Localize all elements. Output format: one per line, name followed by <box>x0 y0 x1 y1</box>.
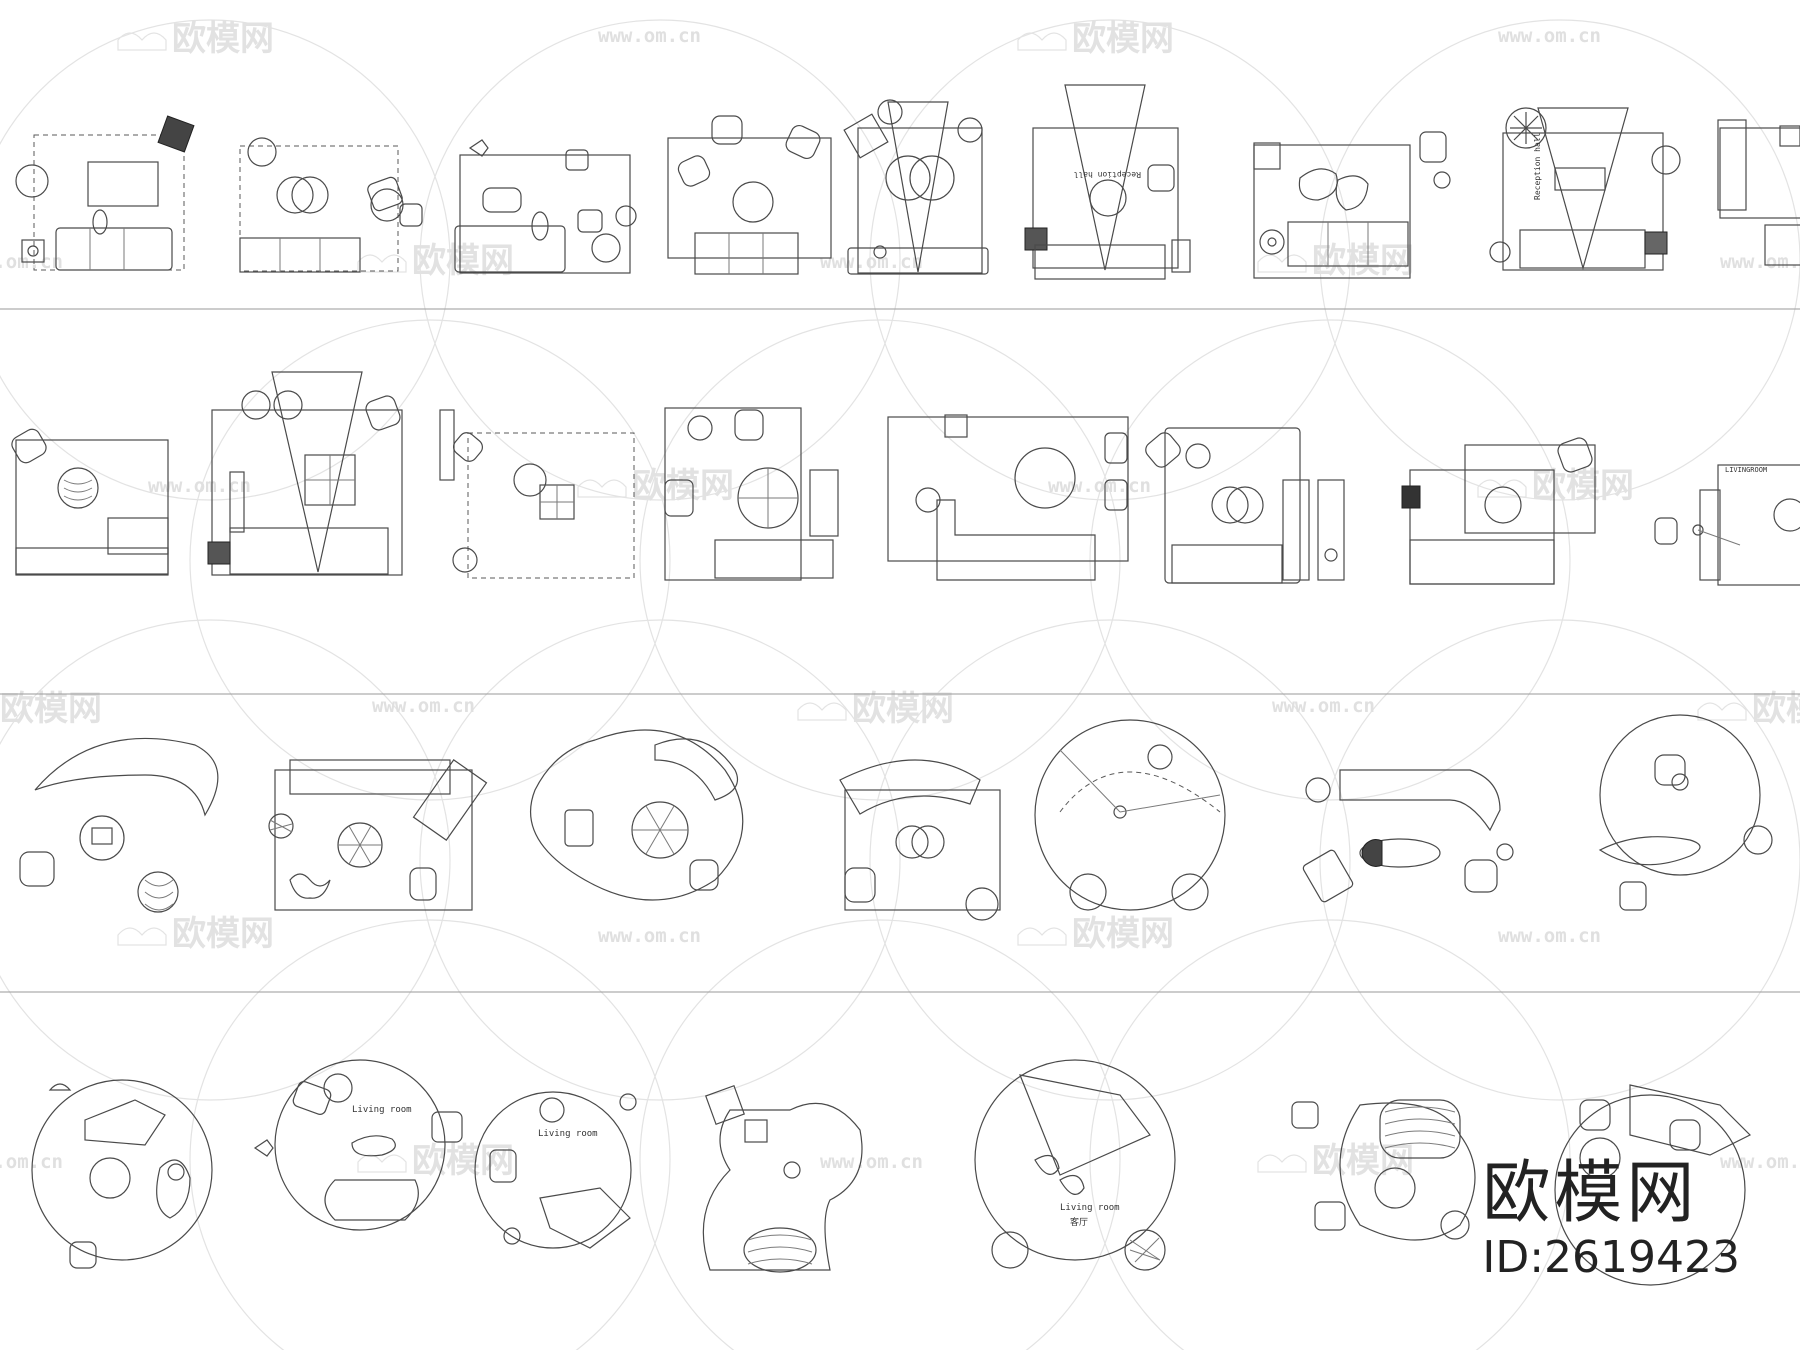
watermark-url: www.om.cn <box>1498 25 1601 47</box>
floor-plan-block <box>1034 719 1226 911</box>
stamp-id: ID:2619423 <box>1482 1232 1740 1283</box>
watermark-logo: 欧模网 <box>1697 689 1800 729</box>
floor-plan-block <box>887 414 1129 581</box>
floor-plan-block <box>1717 119 1800 266</box>
floor-plan-block <box>454 139 637 274</box>
floor-plan-block <box>268 759 488 911</box>
watermark-logo: 欧模网 <box>577 466 734 506</box>
svg-text:欧模网: 欧模网 <box>0 689 102 729</box>
svg-text:欧模网: 欧模网 <box>412 241 514 281</box>
watermark-logo: 欧模网 <box>0 689 102 729</box>
watermark-url: www.om.cn <box>820 1151 923 1173</box>
svg-text:Reception hall: Reception hall <box>1073 170 1141 179</box>
floor-plan-block: LIVINGROOM <box>1654 464 1800 586</box>
svg-text:欧模网: 欧模网 <box>1072 19 1174 59</box>
svg-text:客厅: 客厅 <box>1070 1216 1088 1228</box>
svg-text:欧模网: 欧模网 <box>172 19 274 59</box>
floor-plan-block <box>239 137 423 273</box>
svg-text:Living room: Living room <box>352 1105 412 1115</box>
watermark-url: www.om.cn <box>372 695 475 717</box>
watermark-url: www.om.cn <box>820 251 923 273</box>
watermark-logos: 欧模网 欧模网 欧模网 欧模网 欧模网 欧模网 欧模网 欧模网 欧模网 欧模网 … <box>0 19 1800 1181</box>
floor-plan-block <box>1598 714 1773 911</box>
svg-text:LIVINGROOM: LIVINGROOM <box>1725 466 1767 474</box>
watermark-url: www.om.cn <box>1048 475 1151 497</box>
watermark-logo: 欧模网 <box>1257 1141 1414 1181</box>
watermark-logo: 欧模网 <box>797 689 954 729</box>
svg-text:欧模网: 欧模网 <box>852 689 954 729</box>
watermark-logo: 欧模网 <box>1257 241 1414 281</box>
svg-text:欧模网: 欧模网 <box>632 466 734 506</box>
svg-text:欧模网: 欧模网 <box>1072 914 1174 954</box>
watermark-url: www.om.cn <box>1720 251 1800 273</box>
svg-text:欧模网: 欧模网 <box>172 914 274 954</box>
floor-plan-block <box>19 737 219 913</box>
watermark-url: www.om.cn <box>598 25 701 47</box>
floor-plan-block <box>702 1085 863 1273</box>
floor-plan-block <box>1145 427 1345 584</box>
svg-text:Living room: Living room <box>1060 1203 1120 1213</box>
floor-plan-block <box>843 99 989 275</box>
floor-plan-block: Living room <box>253 1059 463 1231</box>
svg-text:欧模网: 欧模网 <box>1312 1141 1414 1181</box>
watermark-logo: 欧模网 <box>1017 914 1174 954</box>
svg-text:Reception hall: Reception hall <box>1533 132 1542 200</box>
id-stamp: 欧模网 ID:2619423 <box>1482 1160 1740 1280</box>
floor-plan-block <box>207 371 403 576</box>
svg-text:欧模网: 欧模网 <box>1532 466 1634 506</box>
floor-plan-block <box>1302 769 1514 903</box>
svg-text:Living room: Living room <box>538 1129 598 1139</box>
watermark-logo: 欧模网 <box>1477 466 1634 506</box>
floor-plan-block: Living room <box>474 1091 637 1249</box>
floor-plan-block <box>1554 1084 1752 1286</box>
watermark-url: www.om.cn <box>0 1151 63 1173</box>
watermark-url: www.om.cn <box>148 475 251 497</box>
floor-plan-block <box>839 759 1001 921</box>
floor-plan-block <box>667 115 832 275</box>
watermark-url: www.om.cn <box>598 925 701 947</box>
floor-plan-block <box>15 115 195 271</box>
watermark-url: www.om.cn <box>1272 695 1375 717</box>
floor-plan-block: Living room 客厅 <box>974 1059 1176 1271</box>
svg-text:欧模网: 欧模网 <box>412 1141 514 1181</box>
floor-plan-block <box>1401 437 1596 585</box>
stamp-brand: 欧模网 <box>1482 1154 1699 1233</box>
floor-plan-block <box>439 409 635 579</box>
watermark-circle-pattern <box>0 19 1800 1350</box>
floor-plan-block <box>530 729 744 901</box>
floor-plan-block <box>11 428 169 576</box>
watermark-logo: 欧模网 <box>117 19 274 59</box>
watermark-logo: 欧模网 <box>357 241 514 281</box>
watermark-logo: 欧模网 <box>117 914 274 954</box>
floor-plan-block: Reception hall <box>1024 84 1191 280</box>
watermark-url: www.om.cn <box>1720 1151 1800 1173</box>
floor-plan-block <box>1253 131 1451 279</box>
svg-text:欧模网: 欧模网 <box>1312 241 1414 281</box>
floor-plan-block <box>31 1079 213 1269</box>
watermark-url: www.om.cn <box>1498 925 1601 947</box>
floor-plan-block <box>1291 1099 1476 1241</box>
svg-text:欧模网: 欧模网 <box>1752 689 1800 729</box>
watermark-logo: 欧模网 <box>1017 19 1174 59</box>
floor-plan-block: Reception hall <box>1489 107 1681 271</box>
floor-plan-block <box>664 407 839 581</box>
